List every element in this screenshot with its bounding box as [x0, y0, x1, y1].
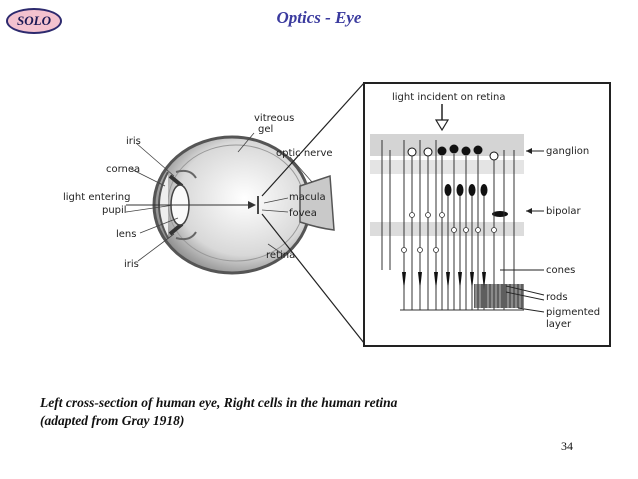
label-light-incident: light incident on retina: [392, 92, 506, 103]
label-iris-top: iris: [126, 136, 141, 147]
retina-cell-layers: [370, 134, 524, 311]
label-layer: layer: [546, 319, 572, 330]
label-gel: gel: [258, 124, 273, 135]
label-ganglion: ganglion: [546, 146, 589, 157]
label-cones: cones: [546, 265, 575, 276]
caption-line-1: Left cross-section of human eye, Right c…: [40, 395, 398, 410]
label-macula: macula: [289, 192, 326, 203]
label-light-entering: light entering: [63, 192, 130, 203]
page-number: 34: [561, 439, 573, 453]
label-vitreous: vitreous: [254, 113, 294, 124]
label-rods: rods: [546, 292, 568, 303]
label-pigmented: pigmented: [546, 307, 600, 318]
slide-title: Optics - Eye: [276, 8, 362, 27]
label-bipolar: bipolar: [546, 206, 581, 217]
label-fovea: fovea: [289, 208, 317, 219]
label-iris-bottom: iris: [124, 259, 139, 270]
label-pupil: pupil: [102, 205, 127, 216]
label-retina: retina: [266, 250, 295, 261]
label-lens: lens: [116, 229, 136, 240]
label-optic-nerve: optic nerve: [276, 148, 333, 159]
eye-cross-section: [126, 135, 335, 275]
solo-badge: SOLO: [6, 8, 62, 34]
label-cornea: cornea: [106, 164, 140, 175]
caption-line-2: (adapted from Gray 1918): [40, 413, 185, 428]
